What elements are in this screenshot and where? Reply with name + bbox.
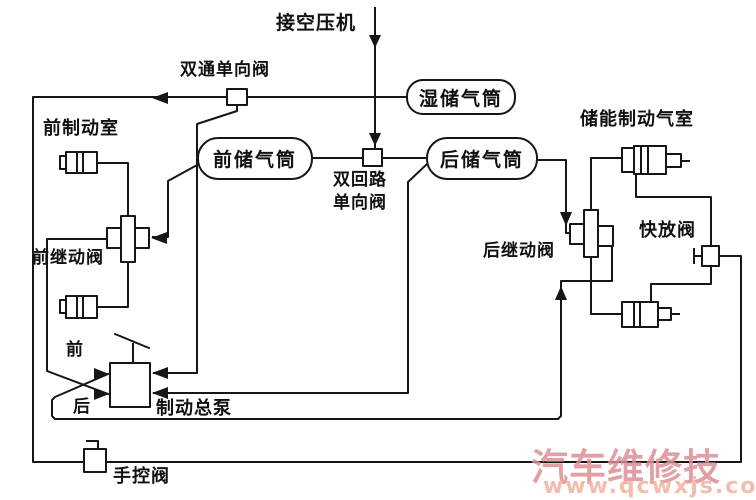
dual-circuit-valve-shape bbox=[362, 148, 383, 167]
brake-master-valve-shape bbox=[109, 362, 151, 408]
label-front-circuit: 前 bbox=[66, 340, 84, 360]
arrow-rear-relay-down-icon bbox=[560, 212, 572, 226]
arrow-supply-left-icon bbox=[152, 92, 168, 104]
pipe-rear-control-line bbox=[51, 245, 613, 420]
label-wet-air-tank: 湿储气筒 bbox=[418, 87, 503, 110]
pipe-supply-header bbox=[32, 96, 742, 463]
label-rear-circuit: 后 bbox=[73, 397, 91, 417]
rear-air-tank-shape bbox=[426, 137, 538, 180]
pedal-icon bbox=[113, 332, 151, 364]
label-rear-air-tank: 后储气筒 bbox=[439, 149, 524, 171]
arrow-front-relay-left-icon bbox=[151, 232, 167, 244]
quick-release-valve-shape bbox=[701, 245, 720, 267]
arrow-cross-lower-right-icon bbox=[94, 388, 109, 400]
front-brake-chamber-lower-shape bbox=[59, 295, 98, 319]
wet-air-tank-shape bbox=[406, 79, 516, 115]
arrow-cross-upper-right-icon bbox=[94, 368, 109, 380]
label-rear-relay-valve: 后继动阀 bbox=[483, 241, 555, 261]
label-front-brake-chamber: 前制动室 bbox=[43, 118, 119, 139]
spring-brake-chamber-lower-shape bbox=[621, 301, 672, 328]
front-air-tank-shape bbox=[197, 137, 313, 180]
flow-arrows bbox=[94, 35, 572, 400]
qrv-exhaust-port bbox=[693, 248, 703, 264]
pipe-lower-chamber-to-relay bbox=[590, 256, 623, 315]
label-quick-release-valve: 快放阀 bbox=[639, 220, 696, 241]
front-relay-valve-shape bbox=[106, 215, 150, 263]
arrow-compressor-down-icon bbox=[369, 35, 381, 48]
arrow-master-upper-left-icon bbox=[152, 367, 168, 379]
label-two-way-check-valve: 双通单向阀 bbox=[180, 60, 270, 80]
arrow-dual-valve-down-icon bbox=[369, 133, 381, 146]
pipe-rear-tank-drop bbox=[153, 162, 429, 394]
pipe-rear-relay-feed bbox=[536, 159, 571, 234]
label-dual-circuit-valve-line1: 双回路 bbox=[333, 170, 387, 190]
spring-brake-chamber-upper-shape bbox=[621, 145, 682, 175]
front-brake-chamber-upper-shape bbox=[59, 151, 98, 174]
pipe-spring-chamber-to-qrv bbox=[635, 173, 712, 247]
pipe-rear-relay-top bbox=[590, 157, 623, 211]
label-front-relay-valve: 前继动阀 bbox=[32, 248, 104, 268]
label-front-air-tank: 前储气筒 bbox=[212, 149, 297, 171]
pipe-front-relay-feed bbox=[152, 162, 201, 238]
pipe-front-chamber-top-link bbox=[96, 162, 129, 217]
label-air-compressor: 接空压机 bbox=[276, 12, 357, 34]
pipe-qrv-to-lower-chamber bbox=[650, 265, 712, 303]
hand-valve-handle bbox=[86, 440, 99, 450]
label-brake-master-valve: 制动总泵 bbox=[156, 398, 232, 419]
two-way-check-valve-shape bbox=[226, 88, 248, 106]
arrow-master-lower-left-icon bbox=[152, 387, 168, 399]
pipe-front-chamber-bottom-link bbox=[96, 261, 129, 308]
hand-control-valve-shape bbox=[83, 448, 107, 473]
label-hand-control-valve: 手控阀 bbox=[113, 466, 170, 487]
label-spring-brake-chamber: 储能制动气室 bbox=[580, 109, 694, 130]
pipe-front-tank-drop bbox=[153, 104, 238, 374]
pipe-front-control-line bbox=[46, 238, 110, 396]
rear-relay-valve-shape bbox=[569, 209, 614, 258]
label-dual-circuit-valve-line2: 单向阀 bbox=[333, 193, 387, 213]
arrow-rear-control-up-icon bbox=[555, 286, 567, 300]
